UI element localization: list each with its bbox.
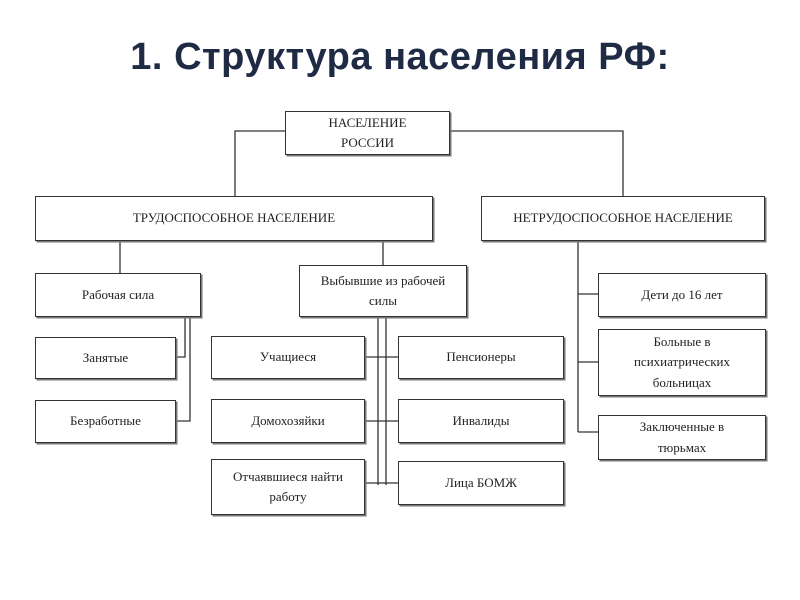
node-label: Отчаявшиеся найти работу	[233, 468, 343, 504]
node-label: Больные в психиатрических больницах	[633, 334, 731, 390]
node-label: НЕТРУДОСПОСОБНОЕ НАСЕЛЕНИЕ	[513, 210, 733, 226]
node-label: Учащиеся	[259, 349, 317, 365]
node-psychiatric-patients: Больные в психиатрических больницах	[598, 329, 766, 396]
node-label: Рабочая сила	[81, 286, 155, 302]
node-disabled: Инвалиды	[398, 399, 564, 443]
node-pensioners: Пенсионеры	[398, 336, 564, 379]
node-label: Дети до 16 лет	[641, 286, 723, 302]
node-children: Дети до 16 лет	[598, 273, 766, 317]
node-label: Инвалиды	[452, 412, 510, 428]
node-label: Домохозяйки	[251, 412, 325, 428]
node-labor-force: Рабочая сила	[35, 273, 201, 317]
node-label: Заключенные в тюрьмах	[639, 419, 725, 455]
node-label: Выбывшие из рабочей силы	[320, 272, 446, 308]
node-unemployed: Безработные	[35, 400, 176, 443]
node-prisoners: Заключенные в тюрьмах	[598, 415, 766, 460]
title-number: 1.	[130, 36, 163, 78]
node-able-population: ТРУДОСПОСОБНОЕ НАСЕЛЕНИЕ	[35, 196, 433, 241]
node-employed: Занятые	[35, 337, 176, 379]
node-label: Безработные	[70, 413, 141, 429]
node-label: ТРУДОСПОСОБНОЕ НАСЕЛЕНИЕ	[132, 210, 336, 226]
node-homeless: Лица БОМЖ	[398, 461, 564, 505]
node-housewives: Домохозяйки	[211, 399, 365, 443]
node-label: Лица БОМЖ	[445, 474, 517, 490]
node-label: Пенсионеры	[446, 349, 516, 365]
node-students: Учащиеся	[211, 336, 365, 379]
node-label: Занятые	[82, 349, 129, 365]
page-title: 1. Структура населения РФ:	[0, 36, 800, 79]
title-text: Структура населения РФ:	[174, 36, 670, 78]
node-discouraged: Отчаявшиеся найти работу	[211, 459, 365, 515]
node-label: НАСЕЛЕНИЕ РОССИИ	[328, 114, 407, 150]
node-population-root: НАСЕЛЕНИЕ РОССИИ	[285, 111, 450, 155]
node-unable-population: НЕТРУДОСПОСОБНОЕ НАСЕЛЕНИЕ	[481, 196, 765, 241]
node-dropped-out: Выбывшие из рабочей силы	[299, 265, 467, 317]
